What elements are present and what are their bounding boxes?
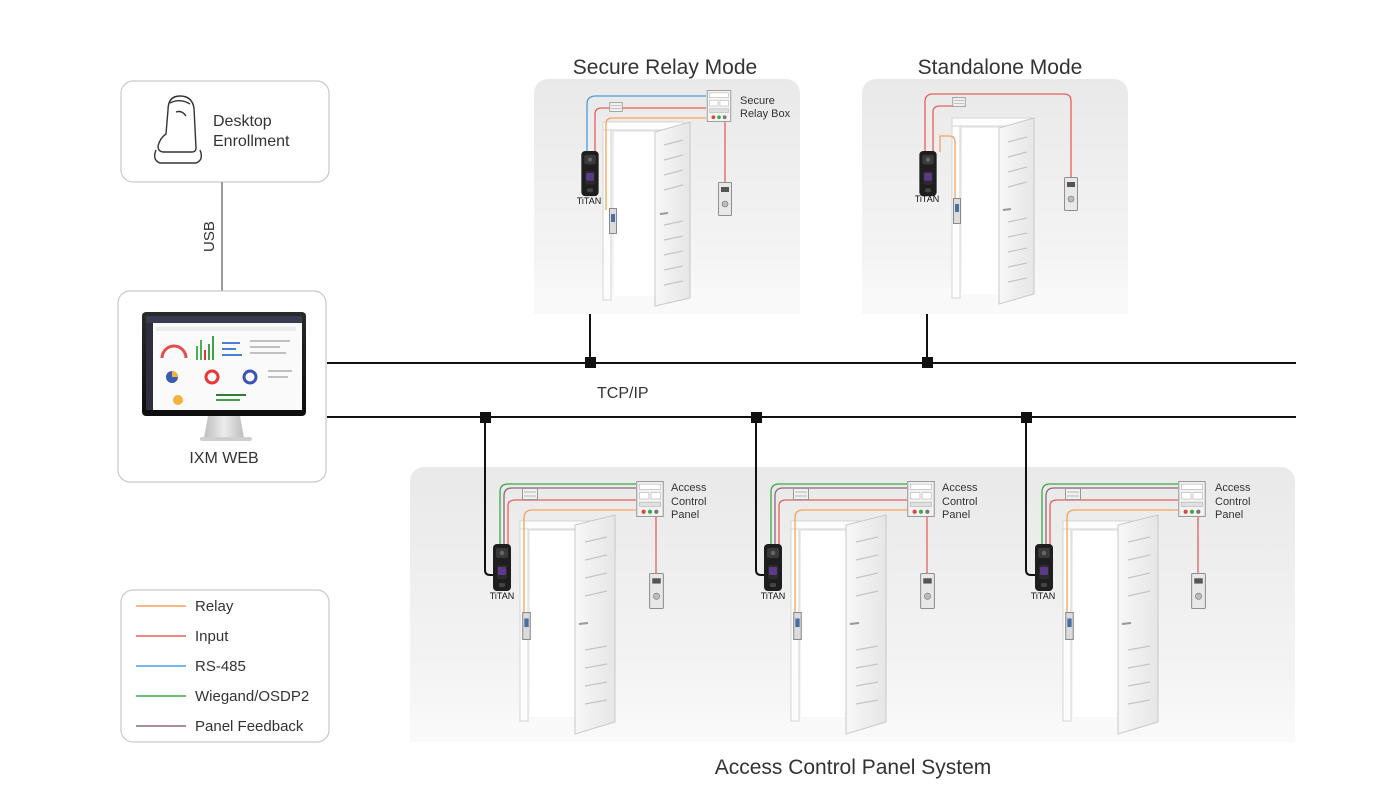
standalone-title: Standalone Mode [918, 56, 1083, 79]
exit-button-icon [649, 573, 664, 609]
door-lock-icon [522, 612, 531, 640]
fingerprint-scanner-icon [153, 95, 203, 164]
door-lock-icon [793, 612, 802, 640]
titan-device-icon [1035, 544, 1053, 591]
acp-panel-line1: Access [671, 482, 707, 494]
exit-button-icon [1191, 573, 1206, 609]
titan-label: TiTAN [915, 194, 940, 204]
secure-relay-box-icon [706, 90, 732, 122]
ixm-web-box: IXM WEB [117, 290, 327, 483]
acp-unit-2 [755, 417, 935, 735]
door-lock-icon [953, 198, 961, 224]
titan-device-icon [764, 544, 782, 591]
standalone-wiring [924, 93, 1072, 198]
acp-panel-line1: Access [942, 482, 978, 494]
acp-panel-line3: Panel [1215, 509, 1243, 521]
acp-panel-line2: Control [671, 496, 706, 508]
secure-relay-scene [534, 79, 800, 314]
ixm-web-label: IXM WEB [189, 450, 258, 467]
acp-panel-line3: Panel [942, 509, 970, 521]
legend-label: Relay [195, 598, 234, 615]
legend-label: Panel Feedback [195, 718, 304, 735]
junction-block-icon [952, 97, 966, 107]
titan-label: TiTAN [1031, 591, 1056, 601]
exit-button-icon [1064, 177, 1078, 211]
exit-button-icon [718, 182, 732, 216]
door-lock-icon [1065, 612, 1074, 640]
acp-panel-line1: Access [1215, 482, 1251, 494]
access-control-panel-icon [636, 481, 664, 517]
secure-relay-title: Secure Relay Mode [573, 56, 757, 79]
door-lock-icon [609, 208, 617, 234]
acp-system-title: Access Control Panel System [715, 756, 992, 779]
titan-label: TiTAN [490, 591, 515, 601]
junction-block-icon [609, 102, 623, 112]
acp-unit-3 [1025, 417, 1206, 735]
junction-block-icon [1065, 488, 1081, 500]
access-control-panel-icon [907, 481, 935, 517]
exit-button-icon [920, 573, 935, 609]
titan-device-icon [581, 150, 599, 197]
relay-box-line1: Secure [740, 95, 775, 107]
desktop-enrollment-box: Desktop Enrollment [120, 80, 330, 183]
acp-panel-line2: Control [1215, 496, 1250, 508]
legend-label: Wiegand/OSDP2 [195, 688, 309, 705]
titan-device-icon [493, 544, 511, 591]
standalone-scene [862, 79, 1128, 314]
tcpip-label: TCP/IP [597, 385, 649, 402]
desktop-label-line1: Desktop [213, 113, 272, 130]
legend-label: RS-485 [195, 658, 246, 675]
titan-device-icon [919, 150, 937, 197]
relay-box-line2: Relay Box [740, 108, 791, 120]
acp-unit-1 [484, 417, 664, 735]
desktop-label-line2: Enrollment [213, 133, 290, 150]
acp-panel-line2: Control [942, 496, 977, 508]
titan-label: TiTAN [577, 196, 602, 206]
access-control-panel-icon [1178, 481, 1206, 517]
secure-relay-wiring [586, 95, 726, 210]
acp-panel-line3: Panel [671, 509, 699, 521]
usb-label: USB [201, 221, 218, 252]
titan-label: TiTAN [761, 591, 786, 601]
junction-block-icon [522, 488, 538, 500]
junction-block-icon [793, 488, 809, 500]
monitor-icon [142, 312, 306, 441]
legend-label: Input [195, 628, 229, 645]
